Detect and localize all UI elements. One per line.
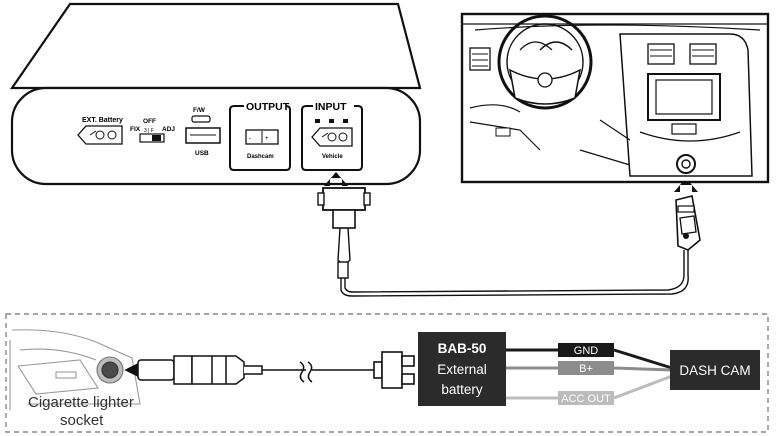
output-port-label: Dashcam [247,154,274,160]
input-cable [317,187,689,297]
external-battery-box [418,332,506,406]
ext-battery-label: EXT. Battery [82,117,123,124]
battery-device [9,2,422,186]
battery-desc-line1: External [437,362,487,377]
dash-cam-box [670,350,760,390]
mode-switch[interactable]: OFF FIX ADJ 3 | F [130,118,175,143]
usb-port-group: F/W USB [185,107,221,157]
two-pin-connector [373,351,415,389]
fw-port[interactable] [191,115,211,123]
gnd-label: GND [574,345,599,357]
switch-scale-label: 3 | F [144,128,154,134]
input-port-group: INPUT Vehicle [301,101,363,171]
usb-label: USB [195,150,209,157]
socket-arrow-icon [674,178,698,192]
ext-battery-port: EXT. Battery [77,117,123,145]
output-port-group: OUTPUT + - Dashcam [229,101,291,171]
input-arrow-icon [324,172,348,186]
input-label: INPUT [315,101,347,113]
cigarette-plug-bottom [124,355,263,385]
socket-label-line1: Cigarette lighter [28,394,134,411]
wiring-diagram-frame [5,313,769,433]
gnd-wire: GND [506,343,673,370]
dash-cam-label: DASH CAM [679,363,750,378]
input-port-label: Vehicle [322,154,343,160]
battery-model-label: BAB-50 [438,341,487,356]
switch-fix-label: FIX [130,126,141,133]
cigarette-plug-top [675,195,701,251]
output-label: OUTPUT [246,101,290,113]
bplus-wire: B+ [506,361,673,375]
input-vehicle-port[interactable] [311,127,353,147]
plug-cable [262,361,374,383]
car-dashboard-illustration [460,12,770,184]
cigarette-socket-illustration [9,329,141,410]
device-top-face [9,2,422,90]
battery-desc-line2: battery [441,382,483,397]
acc-out-wire: ACC OUT [506,374,673,405]
fw-label: F/W [193,107,206,114]
svg-text:+: + [265,136,269,142]
switch-adj-label: ADJ [162,126,175,133]
socket-label-line2: socket [60,412,104,429]
svg-text:-: - [249,136,251,142]
switch-off-label: OFF [143,118,156,125]
bplus-label: B+ [579,363,593,375]
acc-out-label: ACC OUT [561,393,611,405]
